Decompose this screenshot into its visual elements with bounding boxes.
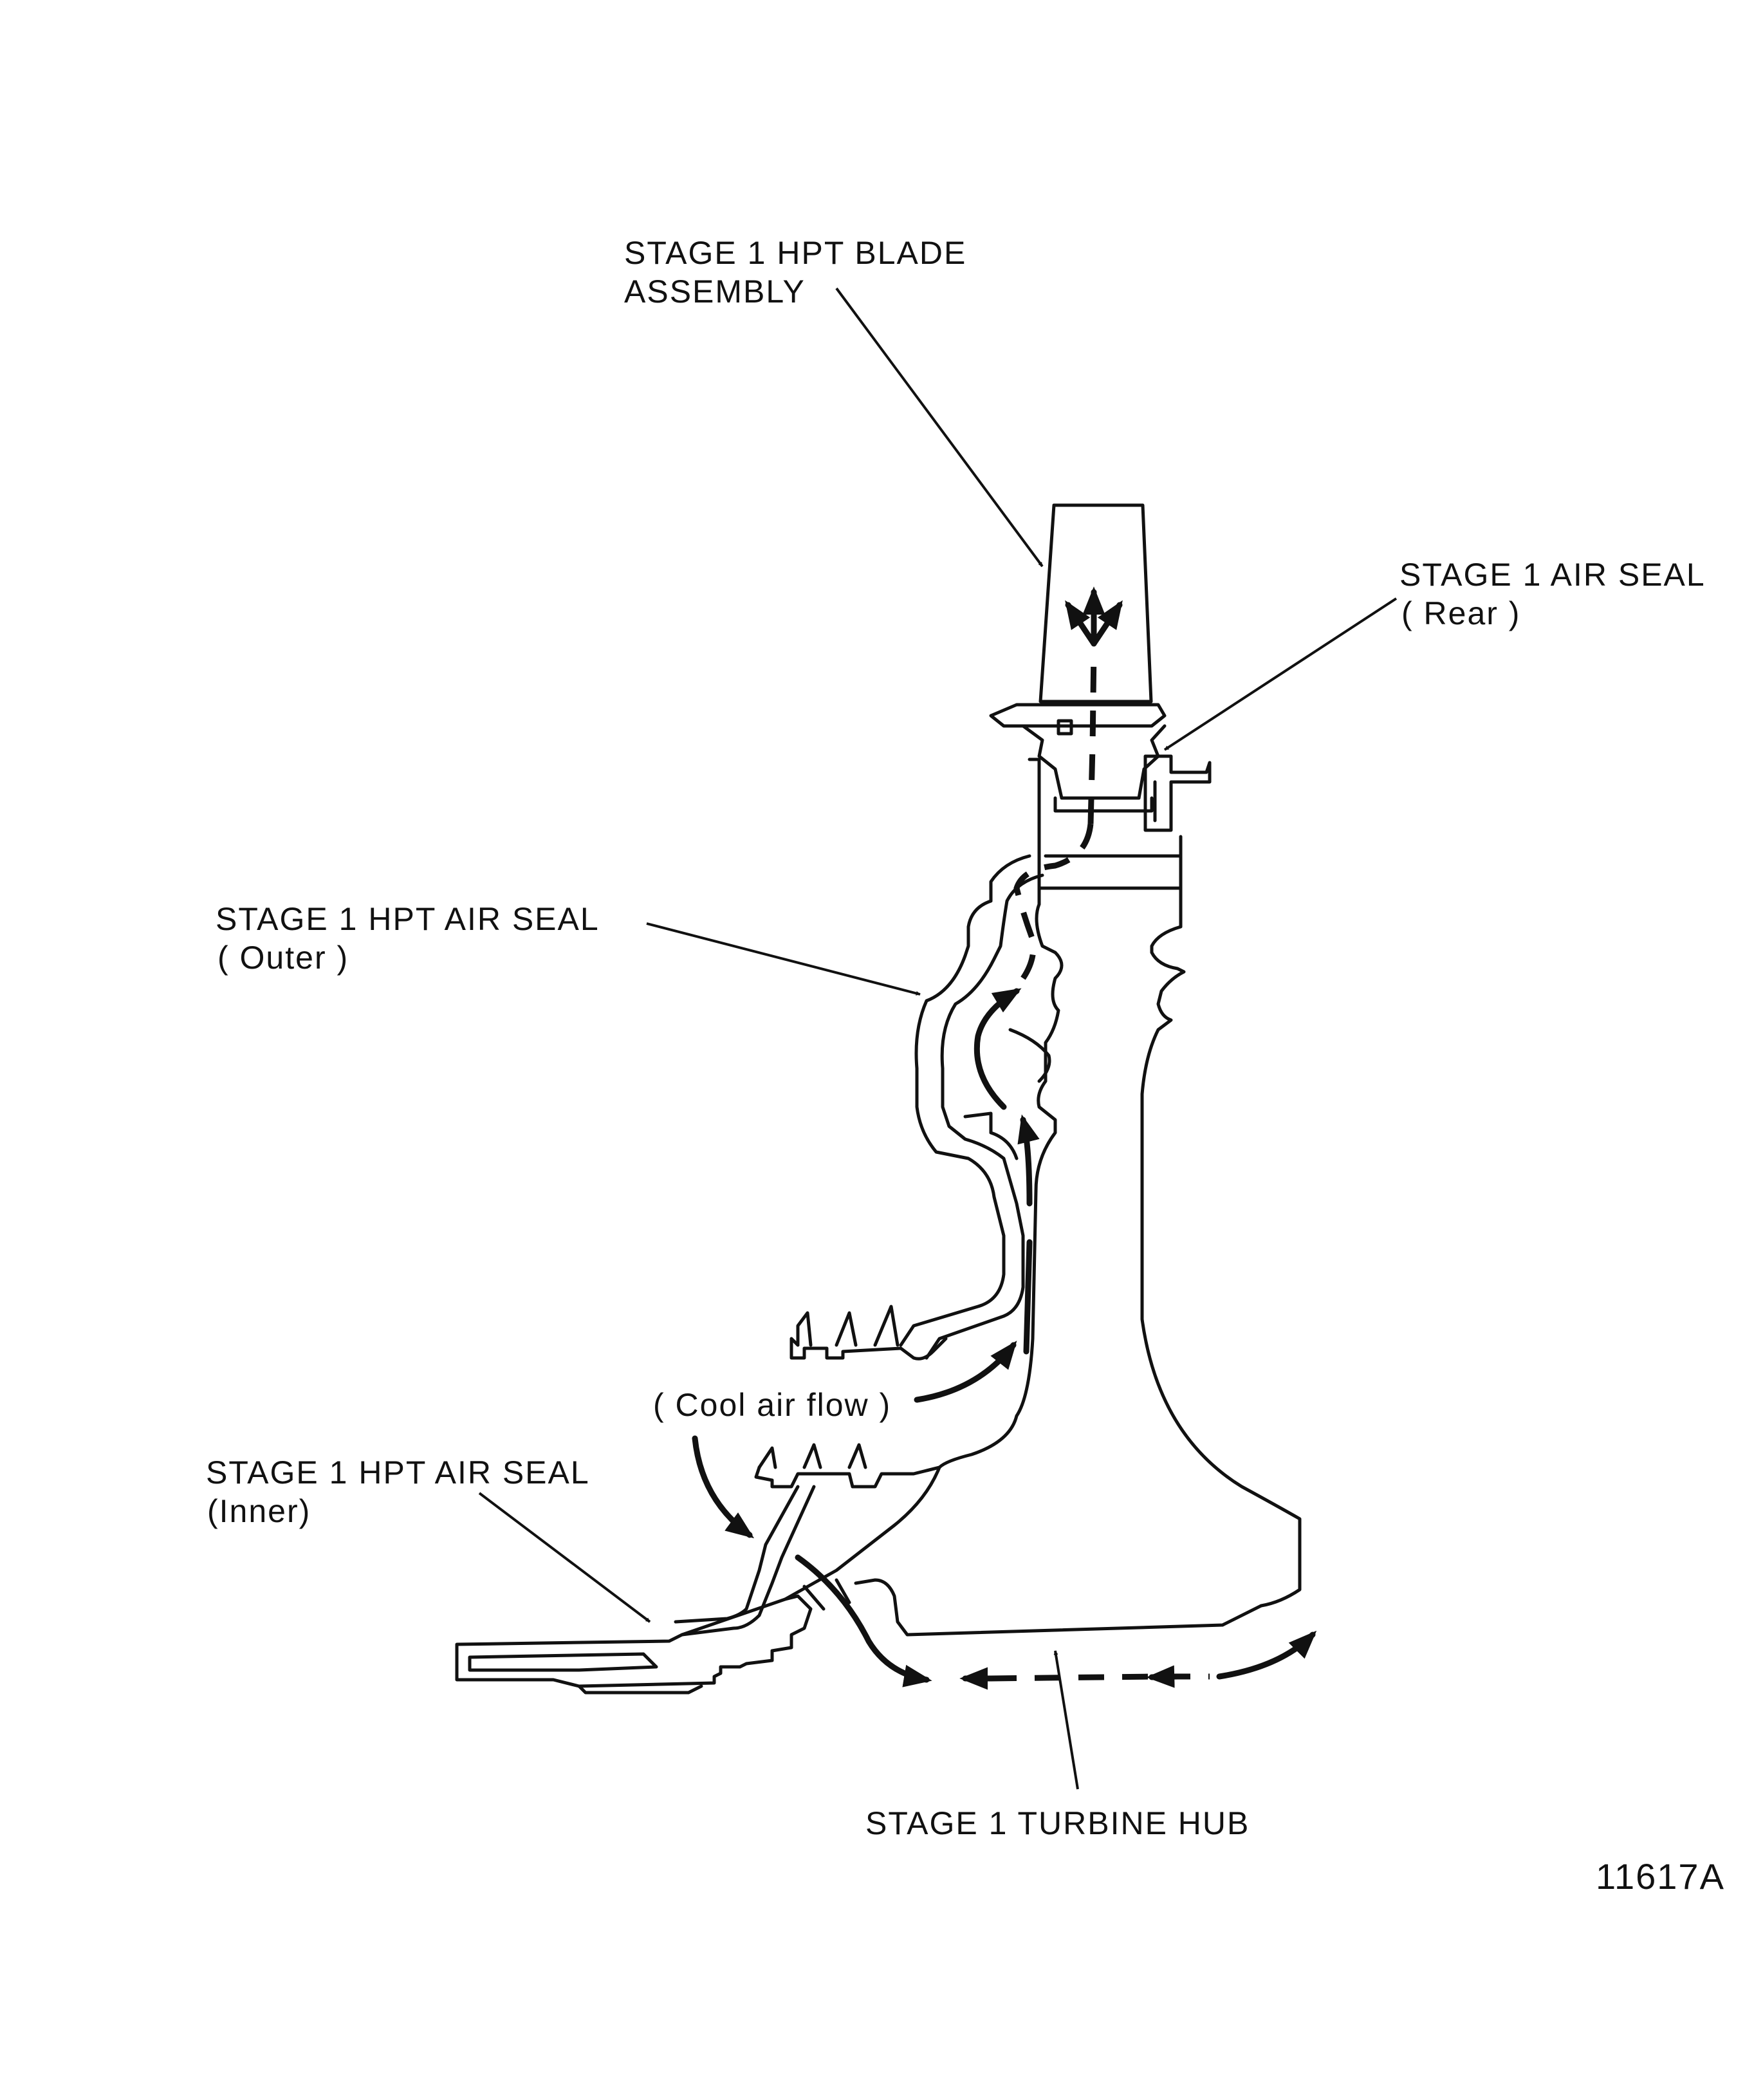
stage1-rear-air-seal [1143, 754, 1212, 832]
leader-outer-seal [646, 922, 921, 996]
label-blade-line1: STAGE 1 HPT BLADE [624, 235, 966, 271]
stage1-turbine-hub [783, 757, 1302, 1637]
figure-number: 11617A [1596, 1856, 1725, 1897]
labels: STAGE 1 HPT BLADE ASSEMBLY STAGE 1 AIR S… [206, 235, 1725, 1897]
leader-lines [478, 287, 1398, 1790]
cool-air-flow-path [692, 586, 1317, 1690]
label-inner-seal-line2: (Inner) [207, 1493, 311, 1529]
leader-rear-seal [1163, 597, 1398, 751]
stage1-hpt-inner-air-seal [455, 1443, 941, 1695]
label-outer-seal-line2: ( Outer ) [217, 940, 349, 976]
leader-inner-seal [478, 1492, 651, 1623]
label-rear-seal-line1: STAGE 1 AIR SEAL [1399, 557, 1706, 593]
label-rear-seal-line2: ( Rear ) [1401, 595, 1520, 631]
label-outer-seal-line1: STAGE 1 HPT AIR SEAL [216, 901, 600, 937]
stage1-hpt-outer-air-seal [789, 854, 1051, 1361]
hpt-blade-assembly [989, 503, 1167, 813]
label-cool-air-flow: ( Cool air flow ) [653, 1387, 891, 1423]
label-turbine-hub: STAGE 1 TURBINE HUB [865, 1805, 1250, 1841]
leader-blade [835, 287, 1044, 568]
label-inner-seal-line1: STAGE 1 HPT AIR SEAL [206, 1454, 590, 1491]
label-blade-line2: ASSEMBLY [624, 274, 806, 310]
leader-hub [1053, 1650, 1079, 1790]
